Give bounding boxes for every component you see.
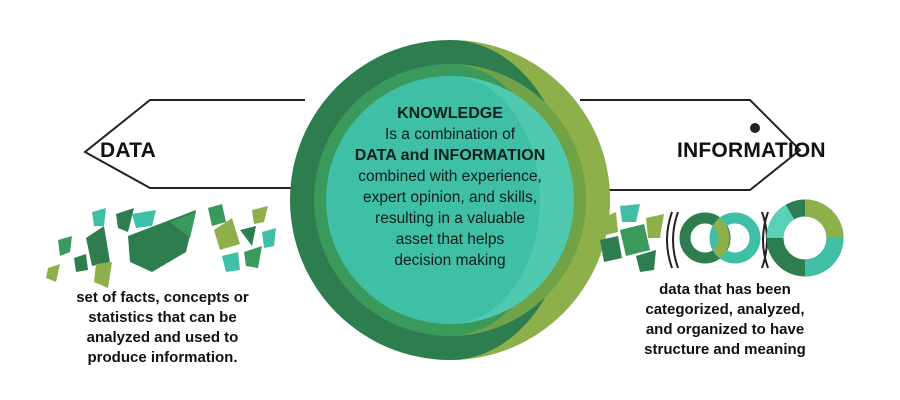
info-desc-line-3: and organized to have bbox=[645, 321, 805, 338]
left-bracket bbox=[83, 99, 305, 189]
knowledge-emphasis: DATA and INFORMATION bbox=[354, 147, 546, 164]
data-title: DATA bbox=[100, 139, 157, 162]
knowledge-circle bbox=[290, 40, 610, 360]
scattered-fragments-icon bbox=[46, 204, 276, 288]
info-desc-line-1: data that has been bbox=[659, 281, 791, 298]
knowledge-line-3: expert opinion, and skills, bbox=[362, 189, 538, 206]
fragments-cluster-icon bbox=[598, 204, 664, 272]
right-connector-dot-top bbox=[750, 123, 760, 133]
data-desc-line-4: produce information. bbox=[87, 349, 238, 366]
data-description: set of facts, concepts or statistics tha… bbox=[55, 288, 270, 368]
data-desc-line-2: statistics that can be bbox=[88, 309, 237, 326]
info-desc-line-4: structure and meaning bbox=[644, 341, 806, 358]
paren-dividers bbox=[666, 211, 769, 269]
knowledge-text: KNOWLEDGE Is a combination of DATA and I… bbox=[320, 103, 580, 271]
knowledge-line-5: asset that helps bbox=[395, 231, 505, 248]
data-desc-line-3: analyzed and used to bbox=[86, 329, 239, 346]
information-description: data that has been categorized, analyzed… bbox=[610, 280, 840, 360]
interlocking-rings-icon bbox=[679, 212, 761, 264]
knowledge-line-2: combined with experience, bbox=[358, 168, 542, 185]
right-bracket bbox=[575, 99, 802, 191]
circle-ring-icon bbox=[766, 199, 844, 277]
info-desc-line-2: categorized, analyzed, bbox=[645, 301, 805, 318]
knowledge-line-4: resulting in a valuable bbox=[375, 210, 525, 227]
information-title: INFORMATION bbox=[677, 139, 826, 162]
knowledge-heading: KNOWLEDGE bbox=[397, 105, 503, 122]
knowledge-line-1: Is a combination of bbox=[384, 126, 516, 143]
knowledge-line-6: decision making bbox=[394, 252, 506, 269]
data-desc-line-1: set of facts, concepts or bbox=[76, 289, 249, 306]
